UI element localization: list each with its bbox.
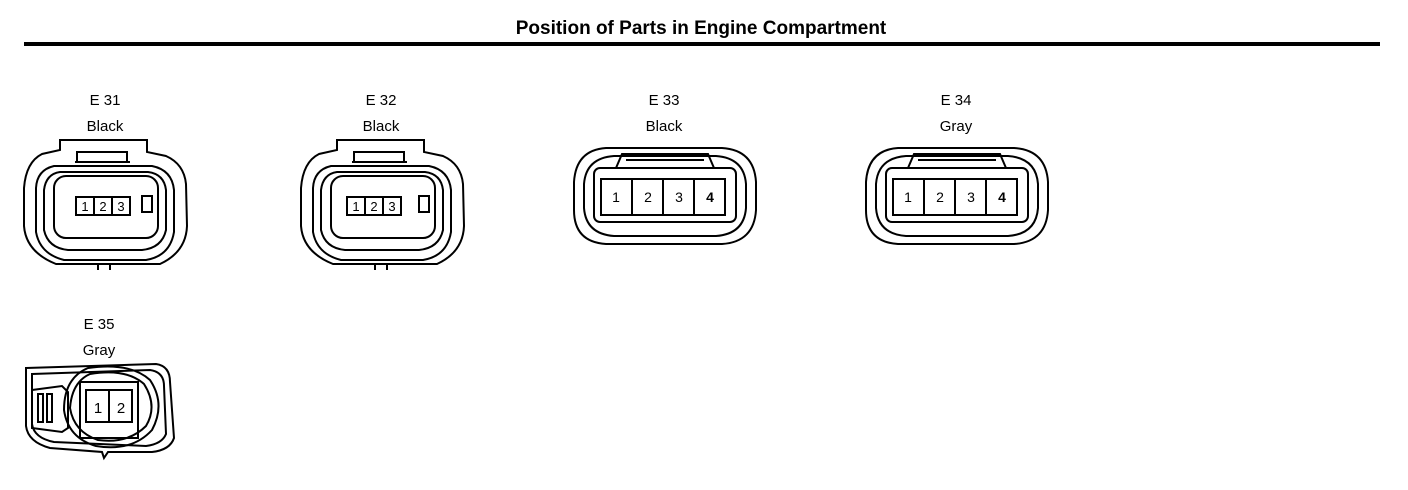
connector-e31-id: E 31 (89, 92, 121, 109)
connector-e33-pin-1: 1 (612, 189, 620, 205)
connector-e35-pin-grid: 1 2 (94, 390, 125, 422)
connector-e33-pin-4: 4 (706, 189, 714, 205)
connector-e31-diagram: 1 2 3 (23, 139, 189, 270)
connector-e34-pin-1: 1 (904, 189, 912, 205)
connector-e35-diagram: 1 2 (25, 362, 176, 461)
connector-e32-pin-1: 1 (352, 199, 359, 214)
connector-e31-color: Black (86, 118, 124, 135)
connector-e34-color: Gray (939, 118, 973, 135)
connector-e33-color: Black (645, 118, 683, 135)
connector-e35-pin-2: 2 (117, 400, 125, 417)
connector-e32-diagram: 1 2 3 (300, 139, 466, 270)
page-title: Position of Parts in Engine Compartment (515, 18, 887, 39)
connector-e34-pin-4: 4 (998, 189, 1006, 205)
connector-e33-pin-2: 2 (644, 189, 652, 205)
connector-e34-pin-2: 2 (936, 189, 944, 205)
connector-e34-diagram: 1 2 3 4 (865, 147, 1049, 245)
connector-e33-diagram: 1 2 3 4 (573, 147, 757, 245)
connector-e32-pin-grid: 1 2 3 (346, 196, 402, 216)
connector-e31-pin-3: 3 (117, 199, 124, 214)
connector-e34-pin-grid: 1 2 3 4 (904, 179, 1006, 215)
title-divider (24, 42, 1380, 46)
connector-e34-id: E 34 (940, 92, 972, 109)
connector-e32-pin-2: 2 (370, 199, 377, 214)
connector-e33-pin-grid: 1 2 3 4 (612, 179, 714, 215)
connector-e34-pin-3: 3 (967, 189, 975, 205)
connector-e32-pin-3: 3 (388, 199, 395, 214)
connector-e32-id: E 32 (365, 92, 397, 109)
connector-e31-pin-grid: 1 2 3 (75, 196, 131, 216)
connector-e33-pin-3: 3 (675, 189, 683, 205)
connector-e35-id: E 35 (83, 316, 115, 333)
connector-e31-pin-1: 1 (81, 199, 88, 214)
connector-e33-id: E 33 (648, 92, 680, 109)
connector-e32-color: Black (362, 118, 400, 135)
connector-e35-color: Gray (82, 342, 116, 359)
connector-e35-pin-1: 1 (94, 400, 102, 417)
connector-e31-pin-2: 2 (99, 199, 106, 214)
